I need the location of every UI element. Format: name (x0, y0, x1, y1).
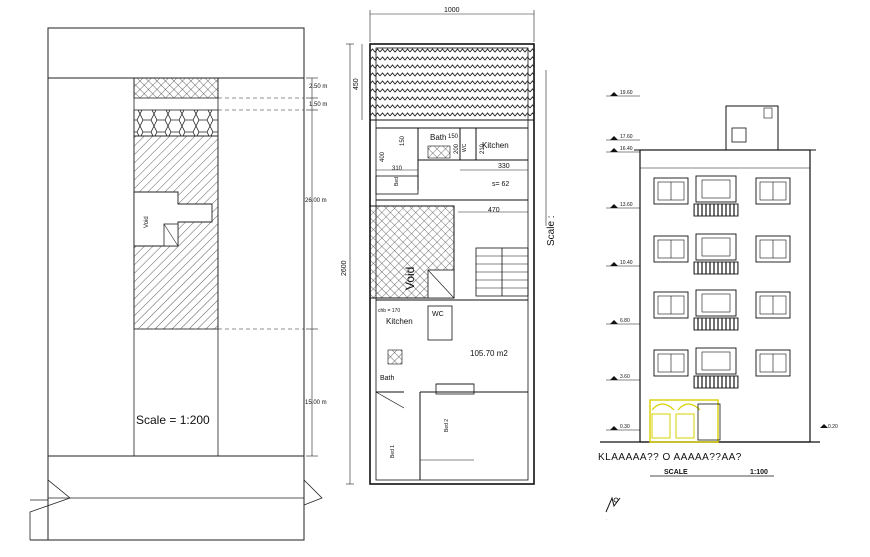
elevation-ground-level: 0.20 (828, 424, 838, 430)
floor-plan: 1000 450 2600 Bath WC Kitchen 150 200 15… (341, 7, 557, 485)
elevation-window (653, 349, 689, 377)
plan-dim-200: 200 (454, 143, 460, 154)
elevation-window (695, 289, 737, 317)
site-plan: Void 2.50 m 1.50 m 26.00 m 15.00 m Scale… (29, 27, 327, 541)
site-dim-15-00: 15.00 m (305, 400, 327, 406)
elevation-floor-4 (653, 347, 791, 389)
site-dim-1-50: 1.50 m (309, 102, 327, 108)
elevation-window (755, 177, 791, 205)
elevation-balcony-railing (693, 317, 739, 331)
level-marker: 13.60 (606, 202, 640, 209)
plan-room-bath-top: Bath (430, 133, 446, 142)
site-dim-2-50: 2.50 m (309, 84, 327, 90)
plan-room-bed-small: Bed (394, 177, 400, 186)
elevation-balcony-railing (693, 261, 739, 275)
plan-room-bed1: Bed 1 (390, 445, 396, 458)
plan-dim-470: 470 (488, 207, 500, 214)
level-marker: 17.60 (606, 134, 640, 141)
plan-area-top: s= 62 (492, 181, 509, 188)
plan-room-wc-top: WC (462, 143, 468, 152)
level-label: 0.30 (620, 424, 630, 430)
plan-dim-150b: 150 (448, 134, 459, 140)
front-elevation: 19.60 17.60 16.40 13.60 10.40 6.80 3.60 0.30 0.… (598, 90, 838, 477)
elevation-window (695, 175, 737, 203)
elevation-title: KLAAAAA?? O AAAAA??AA? (598, 452, 742, 463)
level-marker: 6.80 (606, 318, 640, 325)
elevation-window (755, 349, 791, 377)
plan-room-void: Void (403, 267, 417, 290)
elevation-scale-value: 1:100 (750, 469, 768, 476)
site-break-line (29, 479, 71, 540)
level-label: 19.60 (620, 90, 633, 96)
site-scale-label: Scale = 1:200 (136, 413, 210, 427)
plan-dim-chb: chb = 170 (378, 308, 400, 314)
elevation-floor-2 (653, 233, 791, 275)
plan-dim-150a: 150 (400, 135, 406, 146)
site-void-opening (133, 191, 213, 247)
north-arrow: N (605, 496, 621, 521)
elevation-balcony-railing (693, 375, 739, 389)
plan-room-bath-mid: Bath (380, 375, 395, 382)
elevation-window (653, 177, 689, 205)
level-label: 13.60 (620, 202, 633, 208)
level-label: 10.40 (620, 260, 633, 266)
site-paving-crosshatch (133, 77, 219, 99)
plan-dim-210: 210 (480, 143, 486, 154)
elevation-window (695, 233, 737, 261)
plan-roof-tiles (369, 43, 535, 121)
elevation-scale-label: SCALE (664, 469, 688, 476)
plan-dim-330: 330 (498, 163, 510, 170)
plan-dim-top-width: 1000 (444, 7, 460, 14)
level-label: 3.60 (620, 374, 630, 380)
level-marker: 10.40 (606, 260, 640, 267)
plan-room-wc-mid: WC (432, 311, 444, 318)
elevation-ground-gate (649, 399, 719, 443)
level-marker: 16.40 (606, 146, 640, 153)
elevation-window (653, 235, 689, 263)
site-void-label: Void (144, 216, 150, 228)
elevation-window (755, 235, 791, 263)
level-label: 17.60 (620, 134, 633, 140)
elevation-balcony-railing (693, 203, 739, 217)
elevation-floor-3 (653, 289, 791, 331)
elevation-windows (653, 175, 791, 389)
plan-area-mid: 105.70 m2 (470, 349, 508, 358)
level-label: 6.80 (620, 318, 630, 324)
north-arrow-label: N (606, 519, 607, 521)
level-marker: 19.60 (606, 90, 640, 97)
site-paving-hex (133, 109, 219, 137)
site-dim-26-00: 26.00 m (305, 198, 327, 204)
plan-dim-roof-depth: 450 (353, 78, 360, 90)
plan-staircase (475, 247, 529, 297)
elevation-window (755, 291, 791, 319)
level-marker: 0.30 (606, 424, 640, 431)
level-marker: 3.60 (606, 374, 640, 381)
plan-room-kitchen-top: Kitchen (482, 141, 509, 150)
elevation-level-markers: 19.60 17.60 16.40 13.60 10.40 6.80 3.60 0.30 (606, 90, 640, 431)
elevation-window (653, 291, 689, 319)
plan-dim-overall-length: 2600 (341, 260, 348, 276)
plan-dim-310: 310 (392, 166, 403, 172)
level-label: 16.40 (620, 146, 633, 152)
plan-room-bed2: Bed 2 (444, 419, 450, 432)
plan-scale-side: Scale : (546, 215, 557, 246)
plan-dim-400: 400 (380, 151, 386, 162)
elevation-floor-1 (653, 175, 791, 217)
plan-room-kitchen-mid: Kitchen (386, 317, 413, 326)
elevation-window (695, 347, 737, 375)
